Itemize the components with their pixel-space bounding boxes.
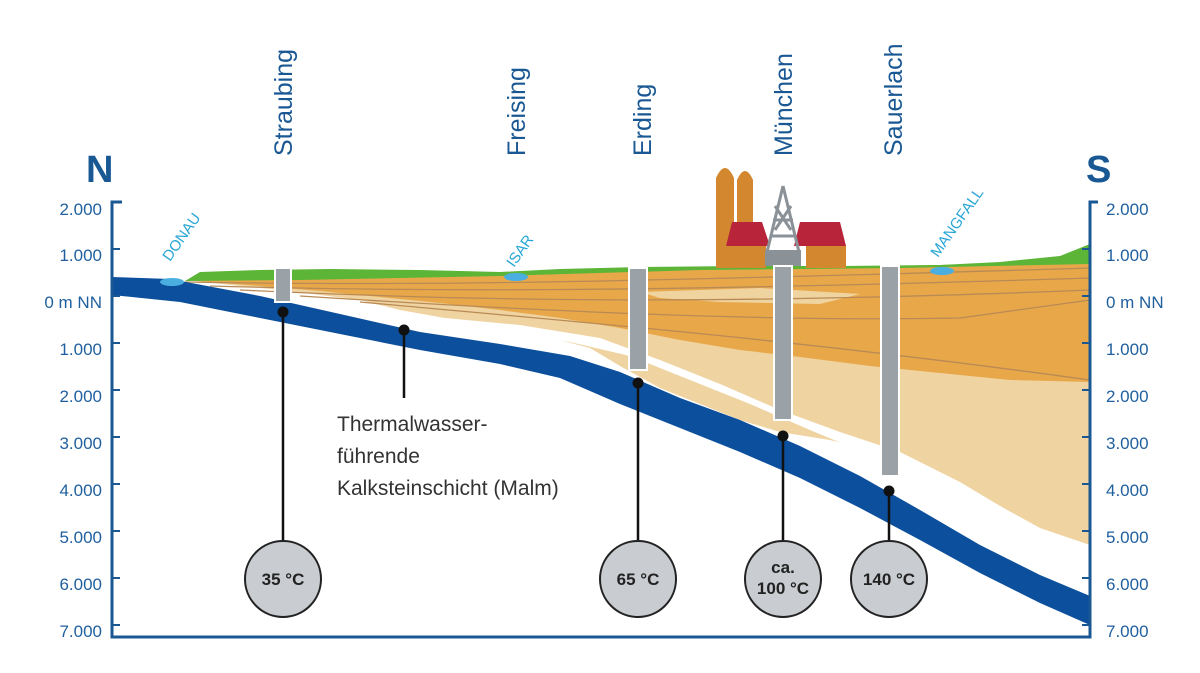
depth-label-right-zero: 0 m NN <box>1106 293 1164 312</box>
city-label-muenchen: München <box>770 53 798 156</box>
river-markers <box>160 267 954 286</box>
well-erding <box>628 267 648 371</box>
temperature-bubble-muenchen: ca. 100 °C <box>744 540 822 618</box>
depth-label-right-3000: 3.000 <box>1106 434 1149 453</box>
north-label: N <box>86 149 113 191</box>
depth-label-right-plus1000: 1.000 <box>1106 246 1149 265</box>
depth-label-left-zero: 0 m NN <box>44 293 102 312</box>
annotation-line-2: führende <box>337 445 420 468</box>
depth-label-right-5000: 5.000 <box>1106 528 1149 547</box>
aquifer-annotation: Thermalwasser- führende Kalksteinschicht… <box>337 413 559 500</box>
temperature-muenchen: 100 °C <box>757 579 809 598</box>
city-label-straubing: Straubing <box>270 49 298 156</box>
city-label-sauerlach: Sauerlach <box>880 43 908 156</box>
depth-label-right-4000: 4.000 <box>1106 481 1149 500</box>
depth-label-right-6000: 6.000 <box>1106 575 1149 594</box>
temperature-bubble-erding: 65 °C <box>599 540 677 618</box>
temperature-pointer-dots <box>277 306 895 497</box>
river-label-mangfall: MANGFALL <box>927 185 987 260</box>
depth-label-left-plus2000: 2.000 <box>59 200 102 219</box>
church-icon <box>716 168 846 268</box>
depth-label-right-7000: 7.000 <box>1106 622 1149 641</box>
temperature-pointers <box>281 312 891 544</box>
annotation-line-1: Thermalwasser- <box>337 413 488 436</box>
river-isar-water <box>504 273 528 281</box>
depth-label-left-2000: 2.000 <box>59 387 102 406</box>
depth-axes <box>110 200 1098 639</box>
depth-label-left-7000: 7.000 <box>59 622 102 641</box>
right-depth-labels: 2.000 1.000 0 m NN 1.000 2.000 3.000 4.0… <box>1106 200 1164 641</box>
city-labels: Straubing Freising Erding München Sauerl… <box>270 43 908 156</box>
surface-terrain <box>185 244 1090 281</box>
left-axis-frame <box>110 200 1098 639</box>
temperature-erding: 65 °C <box>617 570 660 589</box>
depth-label-left-4000: 4.000 <box>59 481 102 500</box>
river-label-donau: DONAU <box>159 210 204 264</box>
temperature-bubble-sauerlach: 140 °C <box>850 540 928 618</box>
depth-label-left-1000: 1.000 <box>59 340 102 359</box>
well-muenchen <box>773 265 793 421</box>
south-label: S <box>1086 149 1111 191</box>
left-depth-labels: 2.000 1.000 0 m NN 1.000 2.000 3.000 4.0… <box>44 200 102 641</box>
annotation-line-3: Kalksteinschicht (Malm) <box>337 477 559 500</box>
depth-label-right-2000: 2.000 <box>1106 387 1149 406</box>
temperature-bubble-straubing: 35 °C <box>244 540 322 618</box>
river-labels: DONAU ISAR MANGFALL <box>159 185 987 270</box>
depth-label-left-6000: 6.000 <box>59 575 102 594</box>
well-sauerlach <box>880 265 900 477</box>
temperature-straubing: 35 °C <box>262 570 305 589</box>
temperature-bubbles: 35 °C 65 °C ca. 100 °C 140 °C <box>244 540 928 618</box>
river-donau-water <box>160 278 184 286</box>
temperature-sauerlach: 140 °C <box>863 570 915 589</box>
annotation-pointer <box>398 324 410 398</box>
depth-label-left-3000: 3.000 <box>59 434 102 453</box>
well-straubing <box>274 267 292 303</box>
temperature-muenchen-prefix: ca. <box>771 558 795 577</box>
city-label-erding: Erding <box>629 84 657 156</box>
river-mangfall-water <box>930 267 954 275</box>
depth-label-right-1000: 1.000 <box>1106 340 1149 359</box>
depth-label-left-5000: 5.000 <box>59 528 102 547</box>
depth-label-right-plus2000: 2.000 <box>1106 200 1149 219</box>
river-label-isar: ISAR <box>503 232 537 271</box>
wells <box>274 265 900 477</box>
axis-ticks <box>112 248 1090 626</box>
city-label-freising: Freising <box>503 67 531 156</box>
drilling-rig-icon <box>765 185 801 266</box>
depth-label-left-plus1000: 1.000 <box>59 246 102 265</box>
